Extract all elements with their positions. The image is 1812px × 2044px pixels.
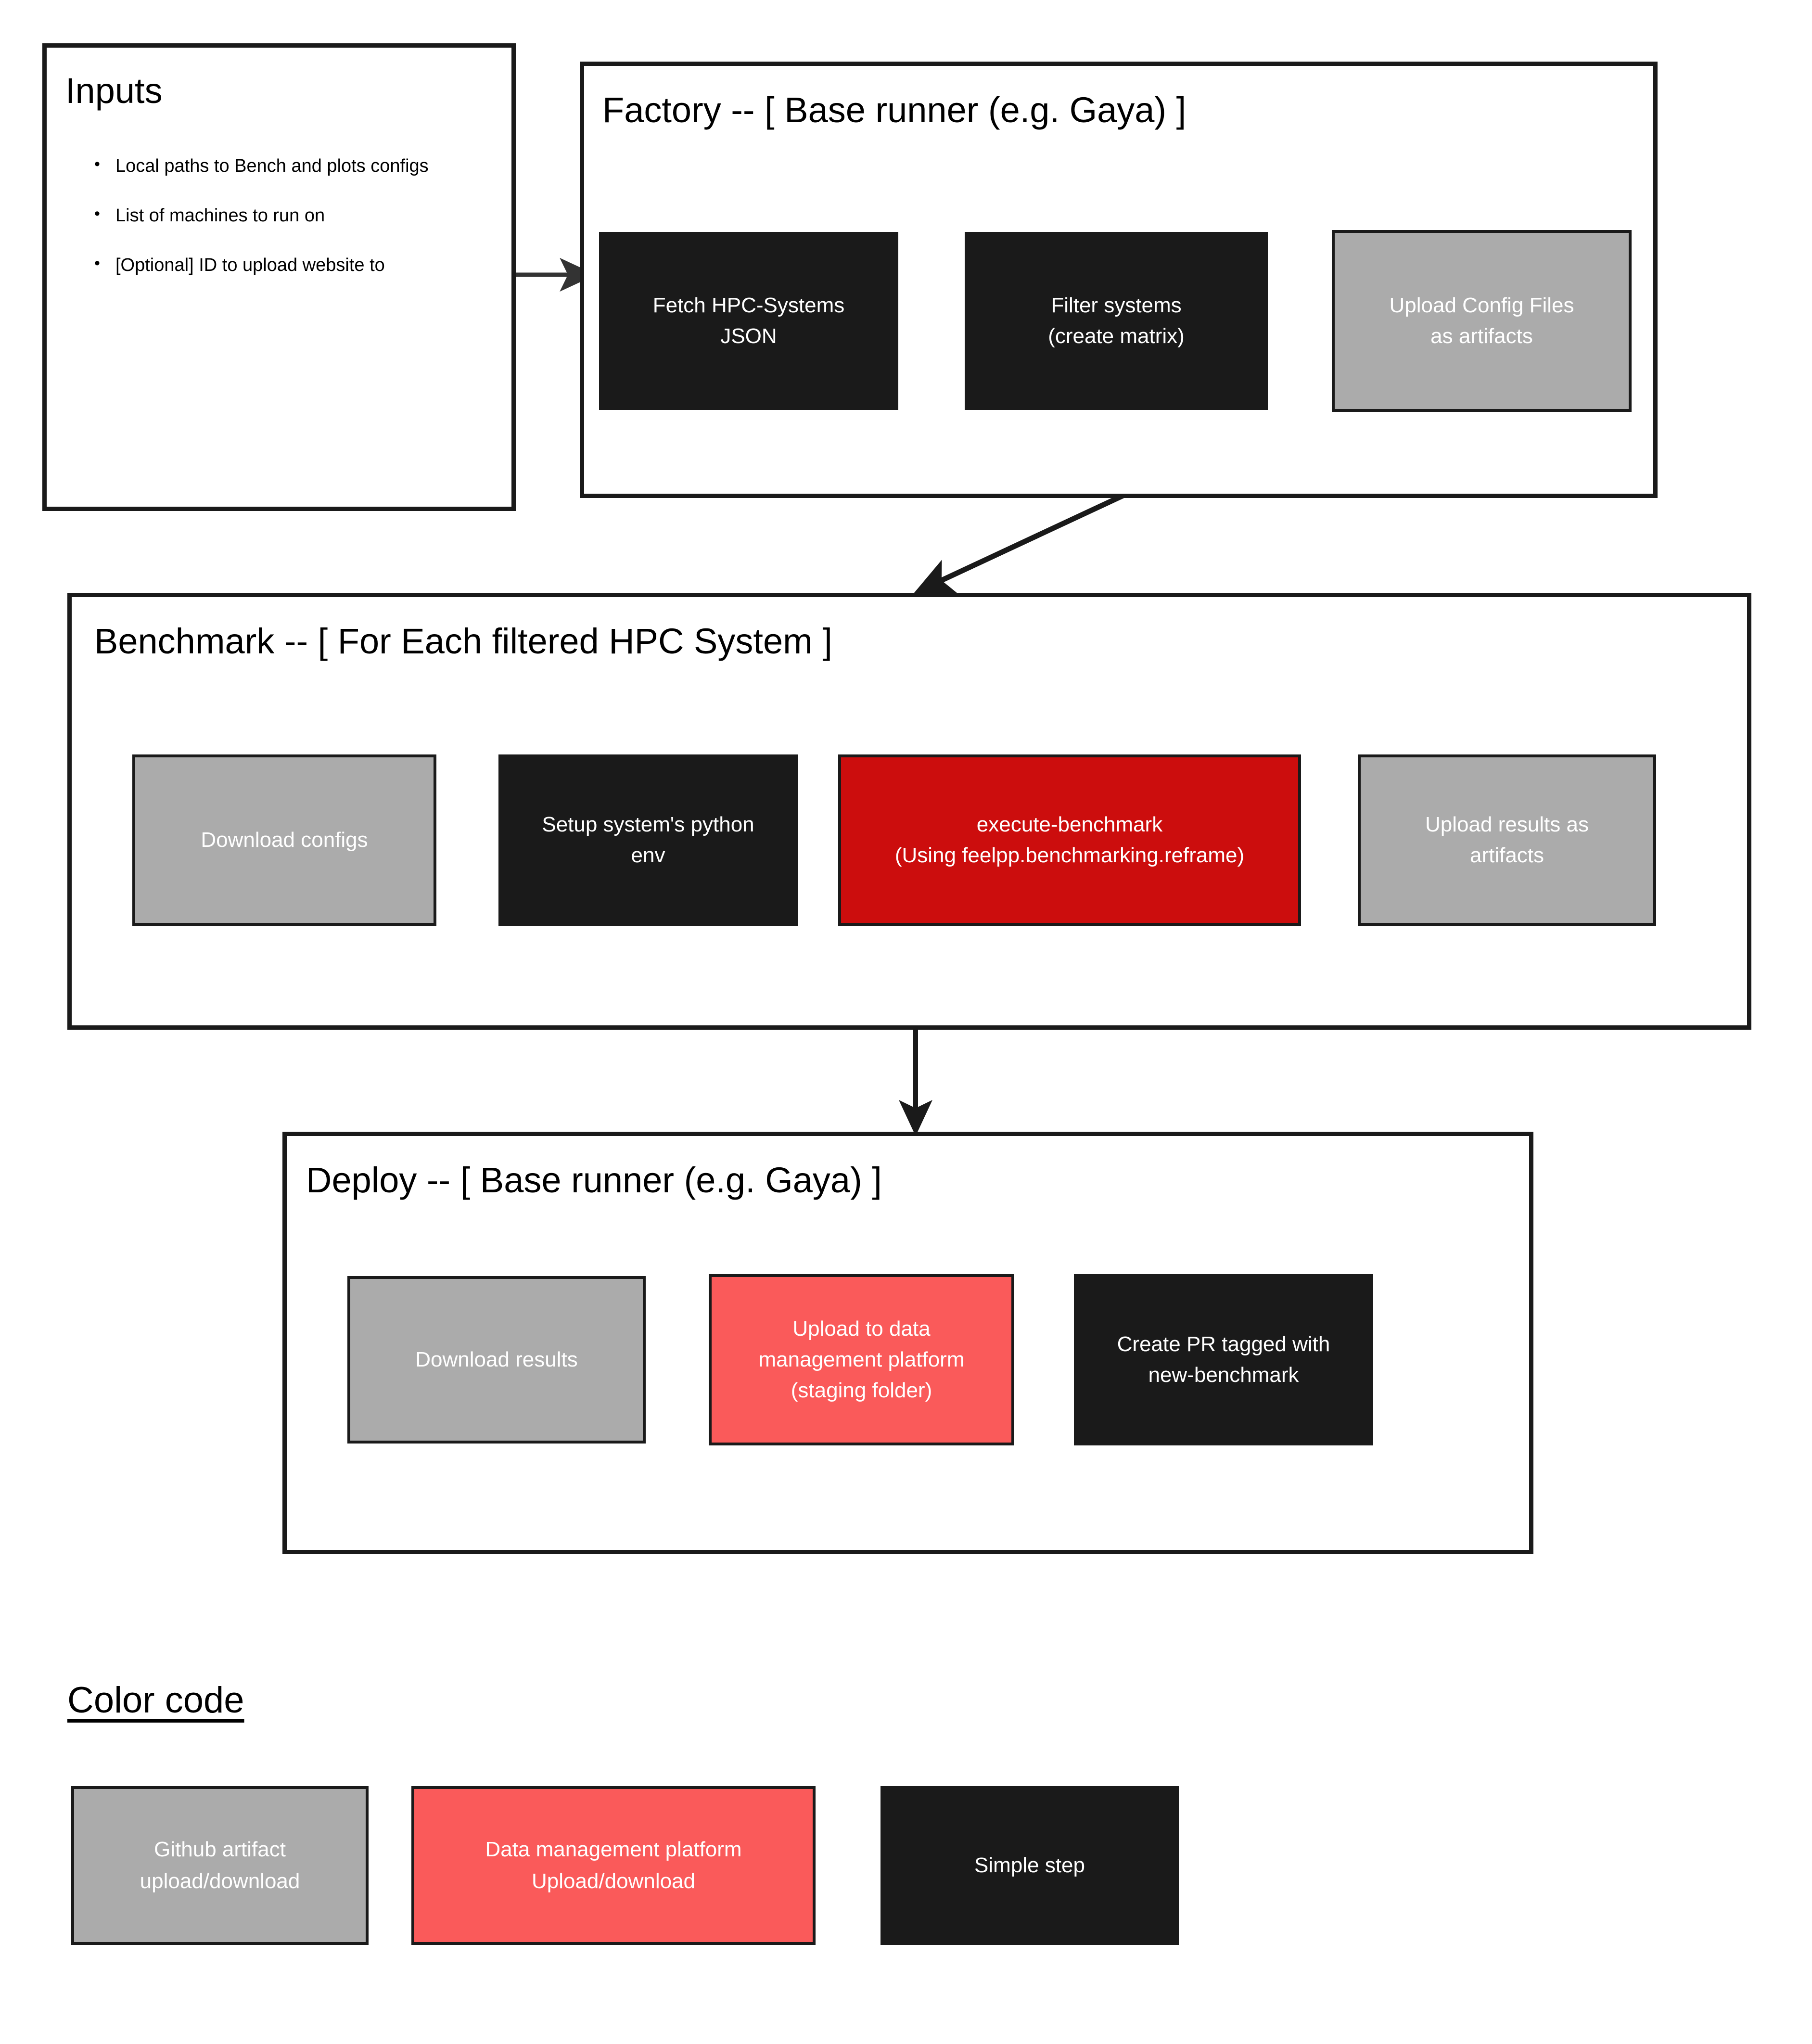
step-fetch-hpc-systems-json[interactable]: Fetch HPC-Systems JSON <box>599 232 898 410</box>
list-item: Local paths to Bench and plots configs <box>90 156 429 175</box>
step-label: Upload to data management platform (stag… <box>758 1317 965 1402</box>
group-benchmark-title: Benchmark -- [ For Each filtered HPC Sys… <box>94 621 832 661</box>
step-label: Download results <box>415 1348 578 1372</box>
group-inputs <box>42 43 516 511</box>
legend-item-github-artifact: Github artifact upload/download <box>71 1786 369 1945</box>
step-setup-python-env[interactable]: Setup system's python env <box>498 754 798 926</box>
step-label: Upload Config Files as artifacts <box>1389 294 1574 348</box>
legend-item-label: Github artifact upload/download <box>140 1838 300 1893</box>
step-label: Setup system's python env <box>542 813 754 867</box>
step-create-pr-tagged-new-benchmark[interactable]: Create PR tagged with new-benchmark <box>1074 1274 1373 1445</box>
legend-item-label: Simple step <box>974 1853 1085 1877</box>
step-upload-config-files-as-artifacts[interactable]: Upload Config Files as artifacts <box>1332 230 1632 412</box>
step-label: Download configs <box>201 828 368 852</box>
group-factory-title: Factory -- [ Base runner (e.g. Gaya) ] <box>602 90 1187 130</box>
group-deploy-title: Deploy -- [ Base runner (e.g. Gaya) ] <box>306 1160 882 1200</box>
legend-item-simple-step: Simple step <box>880 1786 1179 1945</box>
step-upload-to-data-management-platform[interactable]: Upload to data management platform (stag… <box>709 1274 1014 1445</box>
step-download-results[interactable]: Download results <box>347 1276 646 1444</box>
step-label: Create PR tagged with new-benchmark <box>1117 1332 1330 1387</box>
step-execute-benchmark[interactable]: execute-benchmark (Using feelpp.benchmar… <box>838 754 1301 926</box>
step-label: Fetch HPC-Systems JSON <box>652 294 845 348</box>
group-inputs-title: Inputs <box>65 71 163 111</box>
legend-title: Color code <box>67 1680 244 1721</box>
list-item: [Optional] ID to upload website to <box>90 255 429 274</box>
step-download-configs[interactable]: Download configs <box>132 754 436 926</box>
arrow-factory-to-benchmark <box>914 493 1124 594</box>
list-item: List of machines to run on <box>90 205 429 225</box>
step-upload-results-as-artifacts[interactable]: Upload results as artifacts <box>1358 754 1656 926</box>
step-filter-systems[interactable]: Filter systems (create matrix) <box>965 232 1268 410</box>
inputs-list: Local paths to Bench and plots configs L… <box>90 156 429 306</box>
step-label: Upload results as artifacts <box>1425 813 1589 867</box>
legend-item-label: Data management platform Upload/download <box>485 1838 742 1893</box>
legend-item-data-management-platform: Data management platform Upload/download <box>411 1786 816 1945</box>
step-label: Filter systems (create matrix) <box>1048 294 1185 348</box>
step-label: execute-benchmark (Using feelpp.benchmar… <box>894 813 1245 867</box>
